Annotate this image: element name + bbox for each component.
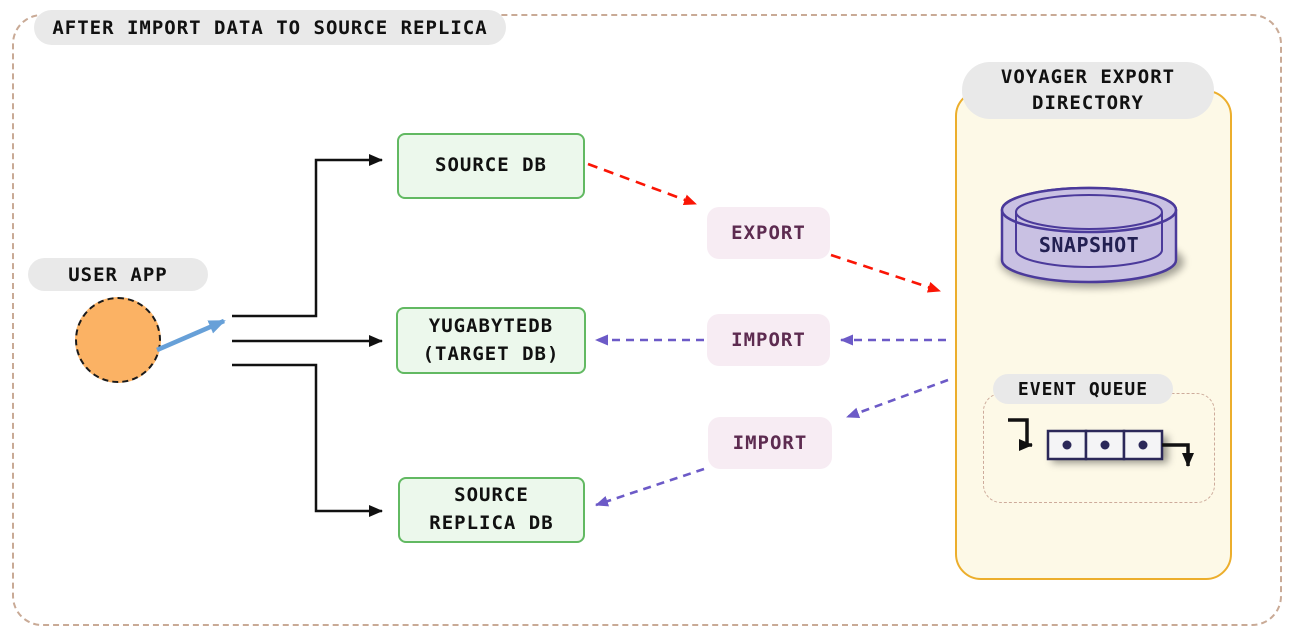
diagram-outer-border bbox=[12, 14, 1282, 626]
user-app-circle-icon bbox=[75, 297, 161, 383]
import-to-target-label: IMPORT bbox=[707, 314, 830, 366]
import-to-replica-label: IMPORT bbox=[708, 417, 832, 469]
node-target-db: YUGABYTEDB (TARGET DB) bbox=[396, 307, 586, 374]
export-step-label: EXPORT bbox=[707, 207, 830, 259]
user-app-label: USER APP bbox=[28, 258, 208, 291]
snapshot-label: SNAPSHOT bbox=[1038, 233, 1140, 257]
node-source-db: SOURCE DB bbox=[397, 133, 585, 199]
node-source-replica-db: SOURCE REPLICA DB bbox=[398, 477, 585, 543]
event-queue-label: EVENT QUEUE bbox=[993, 374, 1173, 404]
voyager-export-directory-title: VOYAGER EXPORT DIRECTORY bbox=[962, 62, 1214, 119]
diagram-title: AFTER IMPORT DATA TO SOURCE REPLICA bbox=[34, 10, 506, 45]
event-queue-dashed-box bbox=[983, 393, 1215, 503]
voyager-export-directory-container bbox=[955, 90, 1232, 580]
